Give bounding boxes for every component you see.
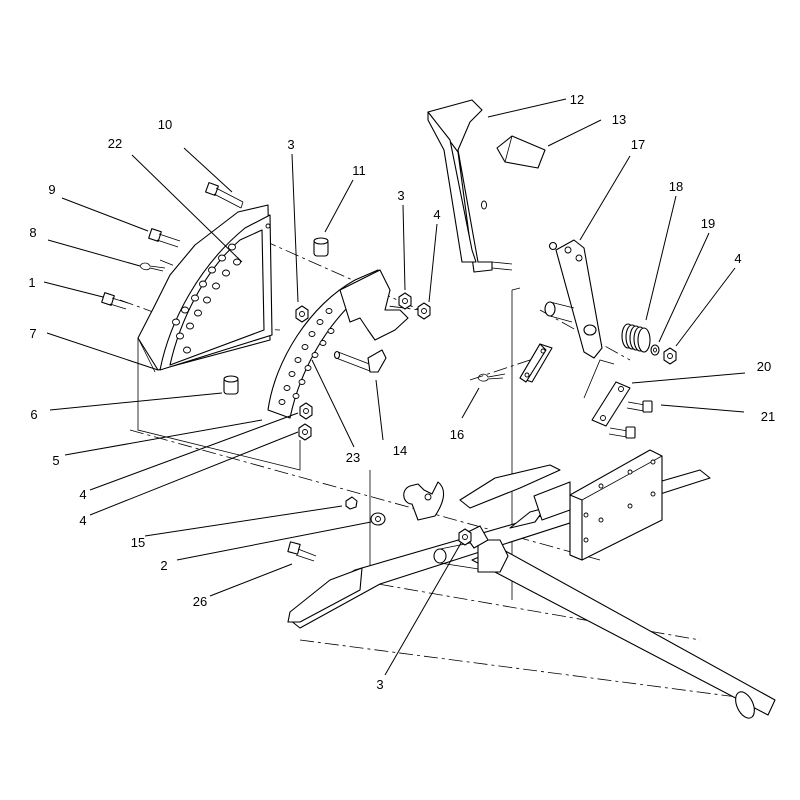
callout-8: 8	[29, 225, 36, 240]
bolt-10	[205, 182, 244, 209]
callout-23: 23	[346, 450, 360, 465]
cotter-pin-16	[477, 373, 506, 382]
callout-1: 1	[28, 275, 35, 290]
callout-12: 12	[570, 92, 584, 107]
callout-9: 9	[48, 182, 55, 197]
lever-shaft	[544, 301, 575, 323]
callout-5: 5	[52, 453, 59, 468]
nut-4-far-right	[663, 347, 677, 365]
nut-3-upper	[295, 305, 309, 323]
nut-4-lower-b	[298, 423, 312, 441]
callout-4-lower-b: 4	[79, 513, 86, 528]
callout-19: 19	[701, 216, 715, 231]
callout-3-upper: 3	[287, 137, 294, 152]
plate-holes	[172, 223, 271, 354]
callout-22: 22	[108, 136, 122, 151]
callout-20: 20	[757, 359, 771, 374]
callout-15: 15	[131, 535, 145, 550]
callout-4-right: 4	[433, 207, 440, 222]
nut-4-lower-a	[299, 402, 313, 420]
nut-3-frame	[458, 528, 472, 546]
quadrant-bracket-23	[267, 269, 409, 419]
callout-labels: 12 13 10 22 3 11 17 9 3 4 18 19 8 4 1 7 …	[28, 92, 775, 692]
bolt-26	[287, 541, 317, 562]
callout-21: 21	[761, 409, 775, 424]
lever-17	[548, 239, 603, 359]
quadrant-plate-22	[159, 214, 273, 371]
nut-3-right	[398, 292, 412, 310]
pin-14	[333, 349, 387, 373]
callout-6: 6	[30, 407, 37, 422]
callout-4-far-right: 4	[734, 251, 741, 266]
washer-19	[650, 344, 660, 356]
callout-26: 26	[193, 594, 207, 609]
pedal-12	[427, 99, 513, 273]
callout-16: 16	[450, 427, 464, 442]
spacer-11	[313, 237, 329, 257]
nut-4-right	[417, 302, 431, 320]
link-20	[583, 359, 631, 427]
callout-13: 13	[612, 112, 626, 127]
washer-2	[370, 512, 386, 526]
bracket-holes	[278, 308, 335, 405]
callout-18: 18	[669, 179, 683, 194]
callout-14: 14	[393, 443, 407, 458]
callout-4-lower-a: 4	[79, 487, 86, 502]
callout-17: 17	[631, 137, 645, 152]
link-bracket	[519, 343, 553, 383]
bolt-21-lower	[608, 426, 636, 439]
callout-11: 11	[352, 163, 366, 178]
callout-2: 2	[160, 558, 167, 573]
leader-lines	[43, 98, 746, 676]
callout-10: 10	[158, 117, 172, 132]
callout-7: 7	[29, 326, 36, 341]
clip-15	[345, 496, 358, 510]
bolt-1	[101, 292, 129, 310]
callout-3-frame: 3	[376, 677, 383, 692]
mount-plate-holes	[583, 459, 656, 543]
cotter-pin-8	[139, 262, 166, 272]
spring-18	[621, 323, 651, 353]
callout-3-right: 3	[397, 188, 404, 203]
bolt-9	[148, 228, 181, 248]
frame-mount-assembly	[287, 449, 776, 719]
pedal-pad-13	[496, 135, 546, 169]
bolt-21-upper	[626, 400, 653, 413]
spacer-6	[223, 375, 239, 395]
